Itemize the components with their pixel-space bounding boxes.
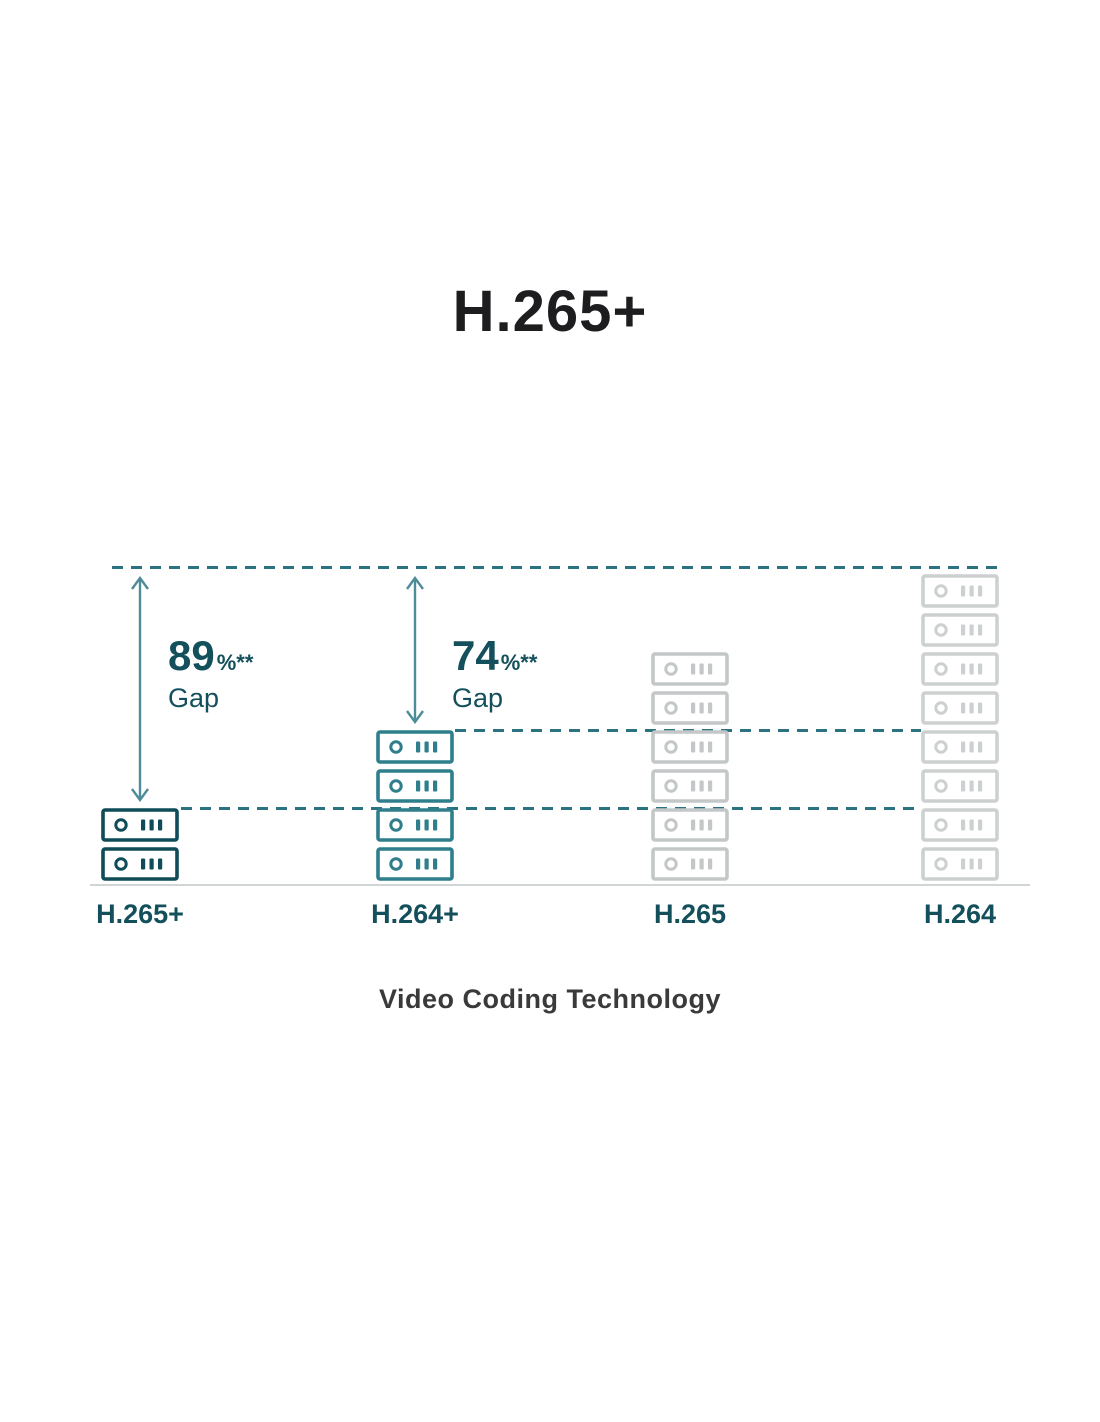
category-label-h264: H.264 bbox=[923, 899, 997, 929]
category-label-h264: H.264+ bbox=[371, 899, 459, 929]
server-storage-icon bbox=[921, 808, 999, 842]
page-title: H.265+ bbox=[452, 279, 648, 344]
server-storage-icon bbox=[376, 769, 454, 803]
gap-annotation-h265plus: 89%** Gap bbox=[168, 632, 253, 714]
gap-percent-value: 74 bbox=[452, 632, 499, 679]
server-storage-icon bbox=[921, 652, 999, 686]
server-storage-icon bbox=[376, 808, 454, 842]
gap-percent-value: 89 bbox=[168, 632, 215, 679]
gap-percent: 89%** bbox=[168, 632, 253, 680]
x-axis-title: Video Coding Technology bbox=[379, 984, 721, 1014]
server-storage-icon bbox=[101, 808, 179, 842]
server-storage-icon bbox=[921, 613, 999, 647]
category-label-h265: H.265+ bbox=[96, 899, 184, 929]
baseline-axis bbox=[90, 884, 1030, 886]
server-storage-icon bbox=[921, 730, 999, 764]
server-storage-icon bbox=[921, 769, 999, 803]
server-storage-icon bbox=[651, 847, 729, 881]
server-storage-icon bbox=[651, 652, 729, 686]
gap-label: Gap bbox=[168, 683, 220, 713]
dashed-line-h264-level bbox=[112, 566, 1002, 569]
gap-label: Gap bbox=[452, 683, 504, 713]
server-storage-icon bbox=[101, 847, 179, 881]
gap-annotation-h264plus: 74%** Gap bbox=[452, 632, 537, 714]
server-storage-icon bbox=[921, 574, 999, 608]
gap-arrow-h265plus bbox=[129, 575, 151, 803]
server-storage-icon bbox=[921, 691, 999, 725]
server-storage-icon bbox=[921, 847, 999, 881]
server-storage-icon bbox=[651, 691, 729, 725]
category-label-h265: H.265 bbox=[653, 899, 727, 929]
server-storage-icon bbox=[651, 808, 729, 842]
server-storage-icon bbox=[376, 730, 454, 764]
server-storage-icon bbox=[651, 730, 729, 764]
server-storage-icon bbox=[376, 847, 454, 881]
server-storage-icon bbox=[651, 769, 729, 803]
gap-percent-suffix: %** bbox=[216, 650, 254, 675]
gap-percent-suffix: %** bbox=[500, 650, 538, 675]
dashed-line-h265plus-level bbox=[181, 807, 921, 810]
gap-arrow-h264plus bbox=[404, 575, 426, 725]
gap-percent: 74%** bbox=[452, 632, 537, 680]
